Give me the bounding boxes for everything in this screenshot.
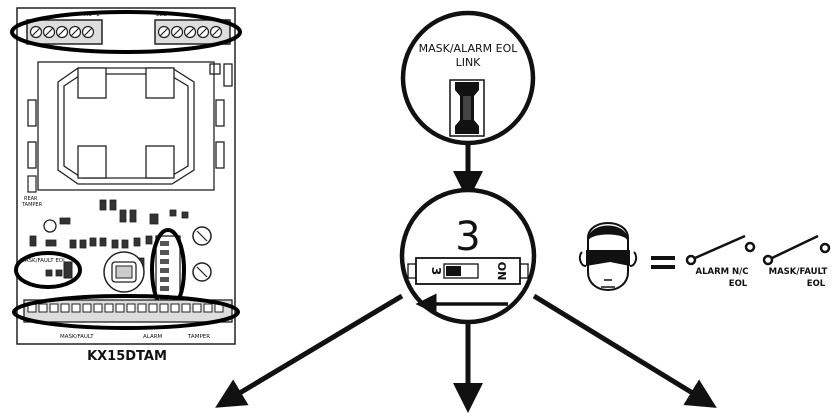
highlight-oval-bottom [12, 294, 240, 330]
mask-fault-eol-jumper [63, 261, 73, 279]
masked-face-icon [578, 222, 638, 291]
highlight-oval-jumper [14, 251, 82, 289]
arrow-out-left [215, 293, 404, 408]
board-label-bottom-alarm: ALARM [143, 334, 163, 340]
switch-number: 3 [455, 214, 480, 260]
rear-tamper-switch [27, 175, 37, 193]
terminal-block-top-right [154, 19, 231, 45]
equals-sign [651, 256, 675, 269]
switch-callout: 3 3 ON [399, 187, 537, 325]
alarm-label-line2: EOL [729, 279, 748, 289]
board-label-bottom-mask-fault: MASK/FAULT [60, 334, 94, 340]
dip-switch-icon: 3 ON [407, 257, 529, 285]
terminal-block-bottom [23, 299, 233, 323]
alarm-contact-icon [685, 234, 756, 266]
terminal-block-top-left [26, 19, 103, 45]
link-title-line1: MASK/ALARM EOL [419, 42, 519, 55]
alarm-label-line1: ALARM N/C [696, 267, 749, 277]
board-label-rear: REAR [24, 196, 38, 202]
board-label-bottom-tamper: TAMPER [187, 334, 210, 340]
pcb-outline [16, 7, 236, 345]
pcb-board: R1 1 LED [10, 7, 242, 345]
mask-fault-label-line2: EOL [807, 279, 826, 289]
board-label-tamper: TAMPER [21, 202, 43, 208]
mask-fault-label-line1: MASK/FAULT [769, 267, 828, 277]
board-button [43, 219, 57, 233]
eol-link-icon [449, 79, 485, 137]
highlight-oval-top [10, 10, 242, 54]
board-model-label: KX15DTAM [87, 349, 167, 364]
link-title-line2: LINK [456, 56, 482, 69]
switch-pos-on: ON [495, 262, 508, 281]
board-label-mask-fault-eol: MASK/FAULT EOL [20, 258, 67, 264]
mask-fault-contact-icon [762, 234, 831, 266]
link-callout: MASK/ALARM EOL LINK [400, 10, 536, 146]
dip-switch-block [155, 235, 181, 307]
microwave-sensor [103, 251, 145, 293]
arrow-out-right [532, 293, 717, 408]
sensor-module [27, 61, 233, 191]
switch-pos-off: 3 [429, 267, 443, 275]
